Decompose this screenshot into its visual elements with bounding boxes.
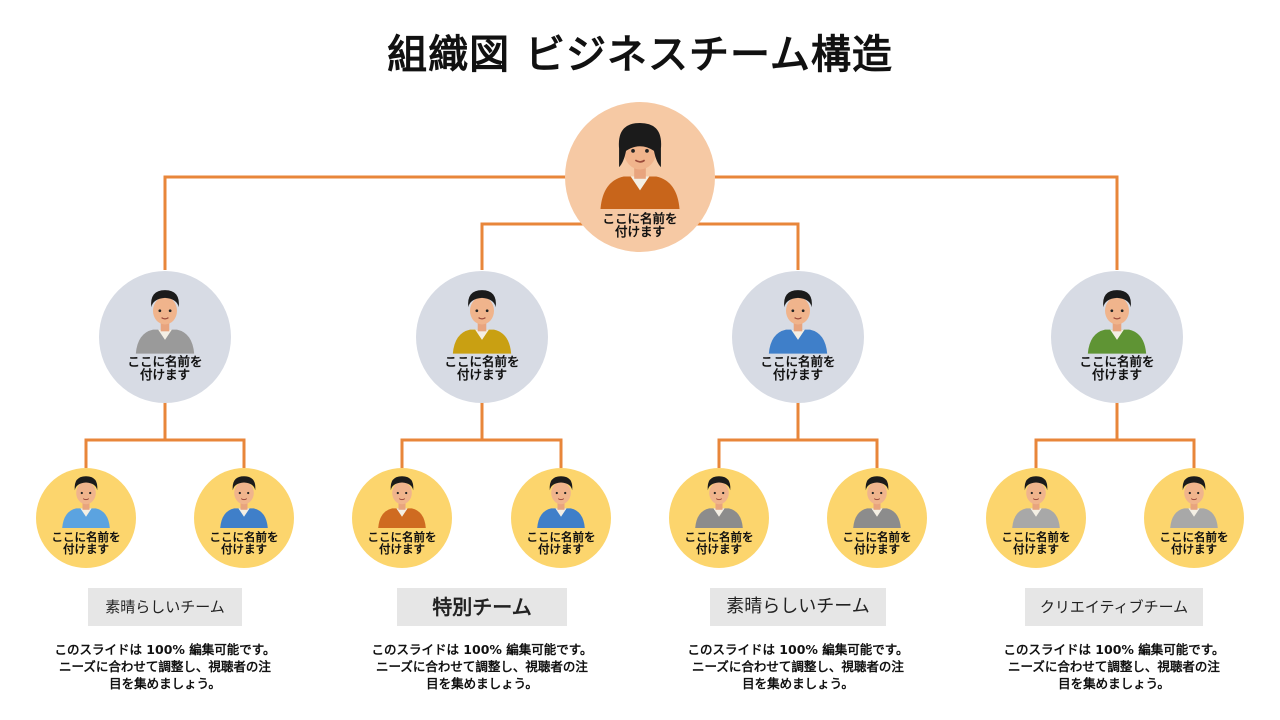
- person-name: ここに名前を 付けます: [602, 211, 678, 240]
- person-name: ここに名前を 付けます: [127, 354, 203, 383]
- person-avatar-icon: [452, 290, 512, 354]
- connector-members-2: [400, 438, 563, 468]
- team-label-1: 素晴らしいチーム: [88, 588, 242, 626]
- person-avatar-icon: [135, 290, 195, 354]
- person-name: ここに名前を 付けます: [760, 354, 836, 383]
- person-name: ここに名前を 付けます: [1001, 530, 1071, 557]
- connector-members-4: [1034, 438, 1196, 468]
- person-name: ここに名前を 付けます: [1159, 530, 1229, 557]
- team-description-1: このスライドは 100% 編集可能です。 ニーズに合わせて調整し、視聴者の注 目…: [54, 642, 276, 691]
- person-name: ここに名前を 付けます: [444, 354, 520, 383]
- person-avatar-icon: [695, 476, 743, 528]
- team-label-2: 特別チーム: [397, 588, 567, 626]
- person-name: ここに名前を 付けます: [51, 530, 121, 557]
- person-name: ここに名前を 付けます: [209, 530, 279, 557]
- person-avatar-icon: [537, 476, 585, 528]
- team-label-4: クリエイティブチーム: [1025, 588, 1203, 626]
- person-avatar-icon: [1012, 476, 1060, 528]
- person-avatar-icon: [62, 476, 110, 528]
- person-name: ここに名前を 付けます: [1079, 354, 1155, 383]
- connector-members-1: [84, 438, 246, 468]
- member-node-7: ここに名前を 付けます: [986, 468, 1086, 568]
- person-avatar-icon: [853, 476, 901, 528]
- member-node-4: ここに名前を 付けます: [511, 468, 611, 568]
- person-avatar-icon: [600, 122, 680, 209]
- member-node-1: ここに名前を 付けます: [36, 468, 136, 568]
- person-avatar-icon: [1087, 290, 1147, 354]
- member-node-8: ここに名前を 付けます: [1144, 468, 1244, 568]
- team-description-2: このスライドは 100% 編集可能です。 ニーズに合わせて調整し、視聴者の注 目…: [371, 642, 593, 691]
- person-avatar-icon: [378, 476, 426, 528]
- person-name: ここに名前を 付けます: [842, 530, 912, 557]
- manager-node-4: ここに名前を 付けます: [1051, 271, 1183, 403]
- top-manager-node: ここに名前を 付けます: [565, 102, 715, 252]
- manager-node-3: ここに名前を 付けます: [732, 271, 864, 403]
- person-avatar-icon: [1170, 476, 1218, 528]
- person-avatar-icon: [768, 290, 828, 354]
- connector-members-3: [717, 438, 879, 468]
- person-name: ここに名前を 付けます: [526, 530, 596, 557]
- team-description-4: このスライドは 100% 編集可能です。 ニーズに合わせて調整し、視聴者の注 目…: [1003, 642, 1225, 691]
- member-node-3: ここに名前を 付けます: [352, 468, 452, 568]
- person-name: ここに名前を 付けます: [684, 530, 754, 557]
- member-node-2: ここに名前を 付けます: [194, 468, 294, 568]
- member-node-5: ここに名前を 付けます: [669, 468, 769, 568]
- team-description-3: このスライドは 100% 編集可能です。 ニーズに合わせて調整し、視聴者の注 目…: [687, 642, 909, 691]
- member-node-6: ここに名前を 付けます: [827, 468, 927, 568]
- person-name: ここに名前を 付けます: [367, 530, 437, 557]
- team-label-3: 素晴らしいチーム: [710, 588, 886, 626]
- manager-node-2: ここに名前を 付けます: [416, 271, 548, 403]
- manager-node-1: ここに名前を 付けます: [99, 271, 231, 403]
- page-title: 組織図 ビジネスチーム構造: [387, 32, 893, 78]
- person-avatar-icon: [220, 476, 268, 528]
